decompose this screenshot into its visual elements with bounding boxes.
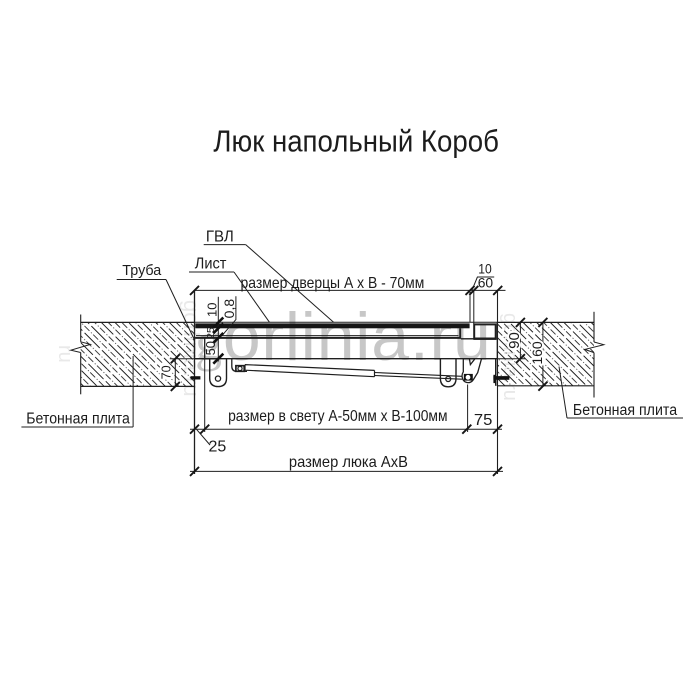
svg-text:ГВЛ: ГВЛ: [206, 229, 234, 246]
svg-text:70: 70: [159, 365, 173, 379]
svg-text:Бетонная плита: Бетонная плита: [573, 402, 678, 419]
svg-text:Бетонная плита: Бетонная плита: [26, 411, 130, 428]
svg-text:50: 50: [203, 341, 218, 355]
svg-text:размер люка АхВ: размер люка АхВ: [289, 454, 408, 471]
svg-text:ru: ru: [54, 345, 76, 363]
svg-text:60: 60: [478, 275, 494, 291]
svg-text:10: 10: [204, 303, 219, 317]
svg-text:размер в свету А-50мм х В-100м: размер в свету А-50мм х В-100мм: [228, 408, 447, 425]
svg-text:25: 25: [209, 438, 227, 455]
svg-text:Труба: Труба: [122, 262, 162, 279]
svg-text:Люк напольный Короб: Люк напольный Короб: [213, 124, 499, 158]
svg-text:0,8: 0,8: [221, 299, 237, 319]
svg-text:размер дверцы А х В - 70мм: размер дверцы А х В - 70мм: [241, 275, 425, 292]
svg-text:90: 90: [506, 332, 523, 349]
svg-text:160: 160: [529, 341, 545, 365]
svg-text:25: 25: [205, 327, 217, 339]
svg-text:Лист: Лист: [195, 256, 227, 273]
svg-text:75: 75: [474, 412, 493, 429]
svg-text:10: 10: [478, 261, 492, 277]
